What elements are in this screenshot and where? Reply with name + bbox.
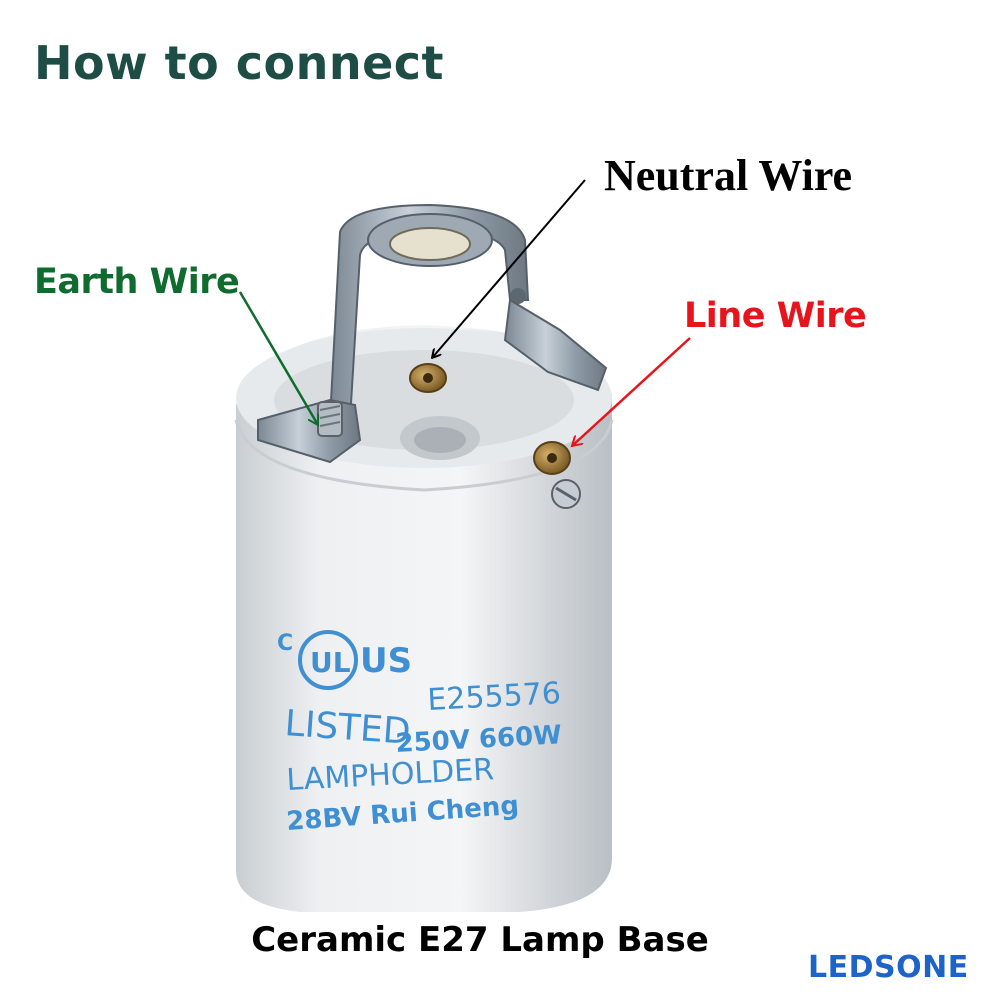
cert-left-text: C [277,631,293,656]
neutral-wire-label: Neutral Wire [604,151,853,200]
line-pointer [572,337,691,446]
listed-text: LISTED [283,703,412,753]
product-caption: Ceramic E27 Lamp Base [251,920,709,960]
brand-logo: LEDSONE [808,950,969,985]
page-title: How to connect [34,36,445,90]
earth-wire-label: Earth Wire [34,262,240,302]
ul-logo-ring [298,630,358,690]
ul-logo-text: UL [310,646,351,679]
file-number-text: E255576 [427,676,562,718]
neutral-pointer [432,179,586,358]
earth-screw [317,401,343,437]
earth-pointer [238,291,318,425]
line-terminal [533,441,581,509]
line-wire-label: Line Wire [684,296,867,336]
cert-right-text: US [360,641,412,681]
neutral-terminal [409,363,447,393]
